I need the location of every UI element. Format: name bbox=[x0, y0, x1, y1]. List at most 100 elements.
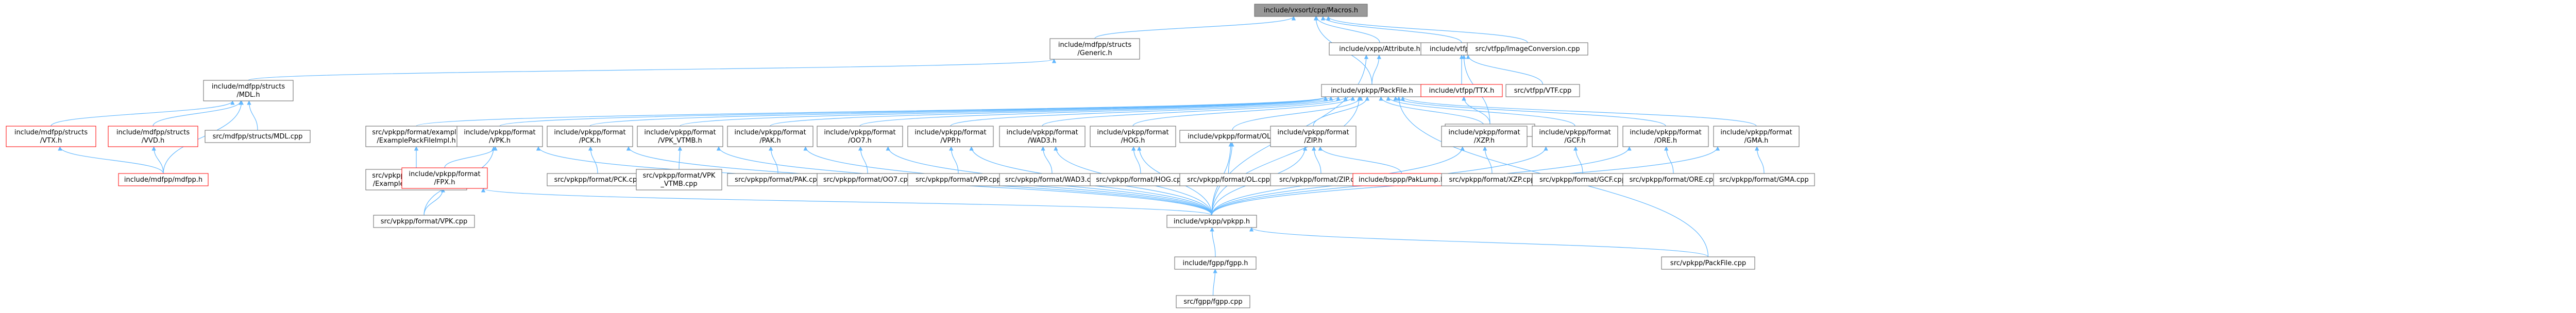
node-label: include/vxpp/Attribute.h bbox=[1339, 45, 1420, 53]
node-label: include/mdfpp/mdfpp.h bbox=[124, 176, 202, 184]
node-box bbox=[1090, 173, 1192, 186]
graph-node-imgconv[interactable]: src/vtfpp/ImageConversion.cpp bbox=[1467, 42, 1588, 56]
graph-node-hogcpp[interactable]: src/vpkpp/format/HOG.cpp bbox=[1090, 173, 1192, 186]
node-label: src/vpkpp/format/HOG.cpp bbox=[1096, 176, 1185, 184]
edge-wad3-wad3cpp bbox=[1041, 146, 1053, 174]
graph-node-attribute[interactable]: include/vxpp/Attribute.h bbox=[1329, 42, 1431, 56]
node-label: /ZIP.h bbox=[1304, 137, 1322, 145]
node-label: src/vpkpp/format/GCF.cpp bbox=[1539, 176, 1626, 184]
node-label: src/vpkpp/format/OO7.cpp bbox=[823, 176, 912, 184]
node-box bbox=[1270, 126, 1357, 147]
graph-node-oo7cpp[interactable]: src/vpkpp/format/OO7.cpp bbox=[817, 173, 919, 186]
node-label: include/mdfpp/structs bbox=[1058, 41, 1132, 49]
node-label: /VPK_VTMB.h bbox=[658, 137, 702, 145]
graph-node-wad3[interactable]: include/vpkpp/format/WAD3.h bbox=[999, 126, 1086, 147]
edge-vpk-fpx bbox=[444, 146, 498, 168]
graph-node-vtx[interactable]: include/mdfpp/structs/VTX.h bbox=[6, 126, 96, 147]
graph-node-vvd[interactable]: include/mdfpp/structs/VVD.h bbox=[108, 126, 198, 147]
edge-root-generic bbox=[1094, 16, 1296, 39]
edge-packfile-ore bbox=[1393, 96, 1666, 127]
node-box bbox=[1713, 126, 1800, 147]
graph-node-oo7[interactable]: include/vpkpp/format/OO7.h bbox=[817, 126, 903, 147]
node-label: include/vpkpp/vpkpp.h bbox=[1174, 218, 1250, 225]
graph-node-fpx[interactable]: include/vpkpp/format/FPX.h bbox=[401, 167, 488, 189]
graph-node-gmacpp[interactable]: src/vpkpp/format/GMA.cpp bbox=[1713, 173, 1815, 186]
graph-node-bsppp[interactable]: include/bsppp/PakLump.h bbox=[1352, 173, 1451, 186]
edge-root-imgconv bbox=[1326, 16, 1528, 43]
graph-node-ore[interactable]: include/vpkpp/format/ORE.h bbox=[1622, 126, 1709, 147]
graph-node-gma[interactable]: include/vpkpp/format/GMA.h bbox=[1713, 126, 1800, 147]
graph-node-vpkpp[interactable]: include/vpkpp/vpkpp.h bbox=[1166, 215, 1257, 228]
edge-zip-zipcpp bbox=[1312, 146, 1321, 174]
edge-ttx-vtfpp bbox=[1462, 96, 1490, 125]
edge-pck-pckcpp bbox=[588, 146, 598, 174]
node-label: include/vpkpp/format bbox=[644, 129, 716, 136]
graph-node-orecpp[interactable]: src/vpkpp/format/ORE.cpp bbox=[1622, 173, 1724, 186]
node-label: src/vpkpp/format/VPK.cpp bbox=[381, 218, 468, 225]
graph-node-packfilecpp[interactable]: src/vpkpp/PackFile.cpp bbox=[1661, 256, 1755, 270]
node-label: src/vpkpp/format/WAD3.cpp bbox=[1005, 176, 1099, 184]
graph-node-root[interactable]: include/vxsort/cpp/Macros.h bbox=[1254, 4, 1368, 17]
edge-generic-mdl bbox=[248, 59, 1056, 81]
node-box bbox=[1254, 4, 1368, 17]
node-label: src/vpkpp/format/VPP.cpp bbox=[916, 176, 1001, 184]
graph-node-wad3cpp[interactable]: src/vpkpp/format/WAD3.cpp bbox=[999, 173, 1105, 186]
graph-node-xzp[interactable]: include/vpkpp/format/XZP.h bbox=[1441, 126, 1528, 147]
node-label: /OO7.h bbox=[848, 137, 872, 145]
node-box bbox=[1090, 126, 1176, 147]
graph-node-zip[interactable]: include/vpkpp/format/ZIP.h bbox=[1270, 126, 1357, 147]
graph-node-ol[interactable]: include/vpkpp/format/OL.h bbox=[1179, 130, 1285, 143]
node-label: /Generic.h bbox=[1077, 49, 1112, 57]
node-label: src/vtfpp/VTF.cpp bbox=[1514, 87, 1572, 95]
edge-mdl-vtx bbox=[50, 100, 235, 127]
graph-node-vtfcpp[interactable]: src/vtfpp/VTF.cpp bbox=[1505, 84, 1580, 97]
graph-node-mdfpp[interactable]: include/mdfpp/mdfpp.h bbox=[118, 173, 209, 186]
graph-node-fgppcpp[interactable]: src/fgpp/fgpp.cpp bbox=[1176, 295, 1250, 308]
graph-node-pakcpp[interactable]: src/vpkpp/format/PAK.cpp bbox=[727, 173, 829, 186]
node-box bbox=[118, 173, 209, 186]
graph-node-example[interactable]: src/vpkpp/format/example/ExamplePackFile… bbox=[365, 126, 467, 147]
node-label: /ORE.h bbox=[1654, 137, 1677, 145]
node-label: include/mdfpp/structs bbox=[14, 129, 88, 136]
graph-node-fgppH[interactable]: include/fgpp/fgpp.h bbox=[1174, 256, 1257, 270]
node-box bbox=[547, 173, 649, 186]
edge-packfile-hog bbox=[1132, 96, 1355, 127]
graph-node-vpk[interactable]: include/vpkpp/format/VPK.h bbox=[456, 126, 543, 147]
node-label: /ExamplePackFileImpl.h bbox=[377, 137, 455, 145]
edge-root-attribute bbox=[1314, 16, 1380, 43]
node-box bbox=[1174, 256, 1257, 270]
graph-node-packfile[interactable]: include/vpkpp/PackFile.h bbox=[1321, 84, 1423, 97]
node-box bbox=[365, 126, 467, 147]
node-label: /MDL.h bbox=[236, 91, 260, 99]
node-label: /VVD.h bbox=[142, 137, 165, 145]
graph-node-olcpp[interactable]: src/vpkpp/format/OL.cpp bbox=[1179, 173, 1278, 186]
edge-gma-gmacpp bbox=[1755, 146, 1765, 174]
node-label: /GCF.h bbox=[1564, 137, 1585, 145]
graph-node-pck[interactable]: include/vpkpp/format/PCK.h bbox=[547, 126, 633, 147]
node-box bbox=[907, 126, 994, 147]
graph-node-pckcpp[interactable]: src/vpkpp/format/PCK.cpp bbox=[547, 173, 649, 186]
edge-fgppH-fgppcpp bbox=[1212, 269, 1217, 296]
graph-node-vppcpp[interactable]: src/vpkpp/format/VPP.cpp bbox=[907, 173, 1009, 186]
graph-node-ttx[interactable]: include/vtfpp/TTX.h bbox=[1420, 84, 1503, 97]
graph-node-mdl[interactable]: include/mdfpp/structs/MDL.h bbox=[203, 80, 294, 101]
graph-node-gcf[interactable]: include/vpkpp/format/GCF.h bbox=[1532, 126, 1618, 147]
graph-node-hog[interactable]: include/vpkpp/format/HOG.h bbox=[1090, 126, 1176, 147]
graph-node-gcfcpp[interactable]: src/vpkpp/format/GCF.cpp bbox=[1532, 173, 1634, 186]
graph-node-vpkvtmbcpp[interactable]: src/vpkpp/format/VPK_VTMB.cpp bbox=[636, 169, 722, 190]
graph-node-vpkcpp[interactable]: src/vpkpp/format/VPK.cpp bbox=[373, 215, 475, 228]
graph-node-mdlcpp[interactable]: src/mdfpp/structs/MDL.cpp bbox=[205, 130, 311, 143]
node-box bbox=[907, 173, 1009, 186]
node-box bbox=[547, 126, 633, 147]
graph-node-vpkvtmb[interactable]: include/vpkpp/format/VPK_VTMB.h bbox=[637, 126, 723, 147]
graph-node-xzpcpp[interactable]: src/vpkpp/format/XZP.cpp bbox=[1441, 173, 1543, 186]
node-box bbox=[1420, 84, 1503, 97]
node-label: include/vpkpp/format bbox=[1448, 129, 1520, 136]
edge-attribute-packfile bbox=[1371, 55, 1381, 85]
graph-node-vpp[interactable]: include/vpkpp/format/VPP.h bbox=[907, 126, 994, 147]
graph-node-pak[interactable]: include/vpkpp/format/PAK.h bbox=[727, 126, 814, 147]
edge-packfile-vpkvtmb bbox=[680, 96, 1328, 127]
graph-node-generic[interactable]: include/mdfpp/structs/Generic.h bbox=[1049, 38, 1140, 60]
node-box bbox=[727, 126, 814, 147]
node-box bbox=[1179, 130, 1285, 143]
